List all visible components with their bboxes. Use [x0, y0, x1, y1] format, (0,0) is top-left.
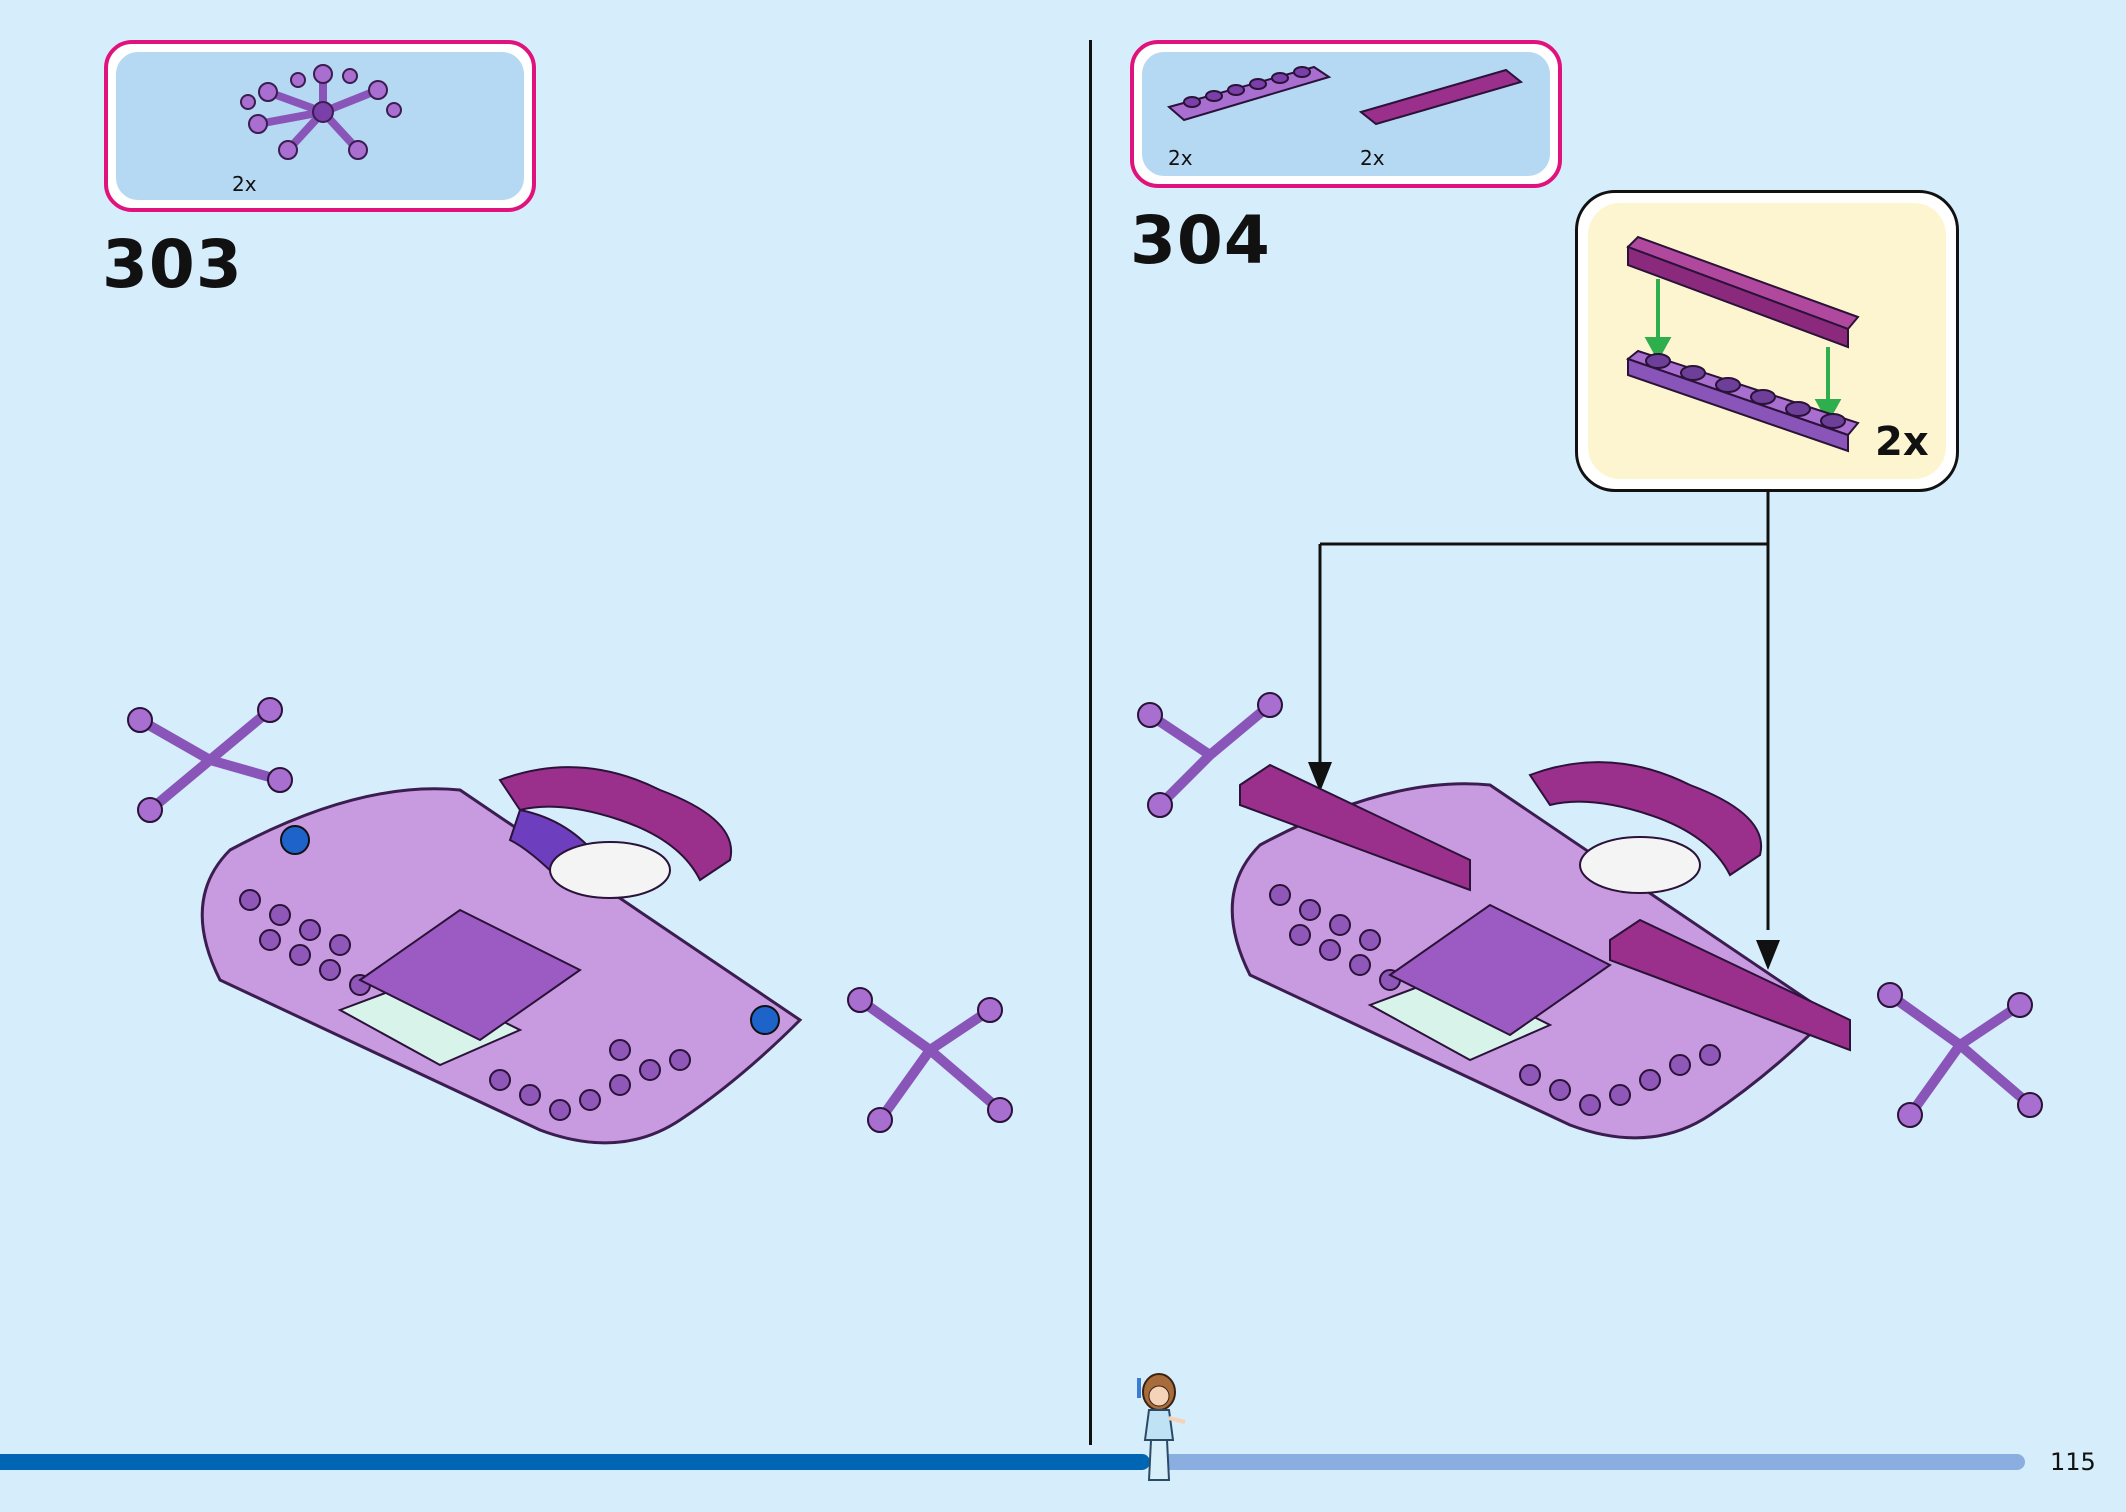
step-number-303: 303 — [102, 226, 243, 303]
parts-list-panel — [1142, 52, 1550, 176]
page-number: 115 — [2050, 1448, 2096, 1476]
tile-on-plate-diagram — [1625, 235, 1860, 453]
page-divider — [1089, 40, 1092, 1445]
callout-quantity: 2x — [1875, 419, 1929, 465]
progress-bar-remaining — [1150, 1454, 2025, 1470]
part-quantity: 2x — [1168, 146, 1193, 170]
magenta-1x6-tile-icon — [1358, 68, 1524, 126]
parts-list-303: 2x — [104, 40, 536, 212]
purple-snowflake-plate-icon — [240, 64, 402, 160]
step-number-304: 304 — [1130, 202, 1271, 279]
part-quantity: 2x — [1360, 146, 1385, 170]
purple-1x6-plate-icon — [1166, 65, 1332, 122]
model-assembly-304 — [1137, 692, 2043, 1140]
sub-assembly-callout: 2x — [1575, 190, 1959, 492]
minidoll-figure-icon — [1137, 1373, 1186, 1481]
callout-connector — [1308, 492, 1780, 970]
model-assembly-303 — [127, 697, 1013, 1145]
progress-bar-done — [0, 1454, 1150, 1470]
part-quantity: 2x — [232, 172, 257, 196]
parts-list-304: 2x 2x — [1130, 40, 1562, 188]
